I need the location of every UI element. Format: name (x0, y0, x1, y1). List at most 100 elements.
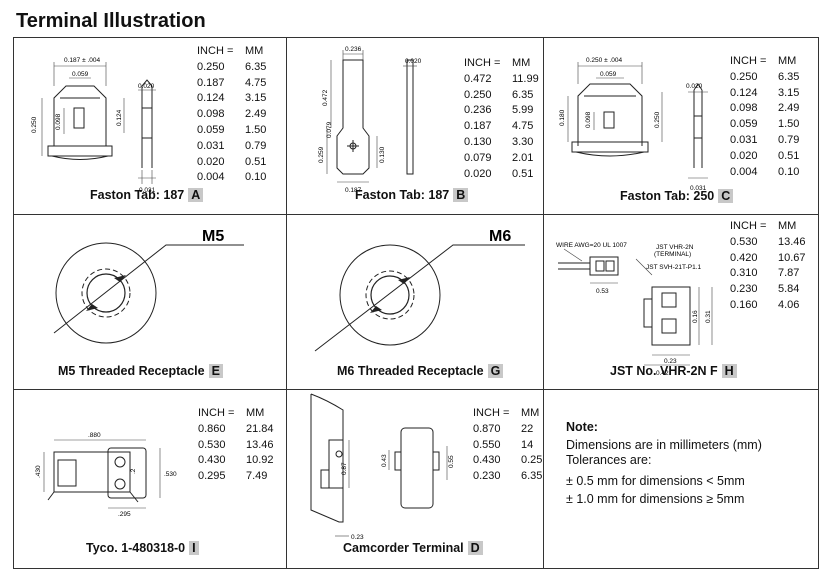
cam-dim-c: 0.55 (448, 455, 455, 468)
dim-mm: 0.79 (245, 139, 267, 152)
dim-mm: 5.99 (512, 104, 534, 117)
tyco-height-dim: .430 (35, 465, 42, 478)
faston-b-top-dim: 0.236 (345, 46, 362, 53)
dim-inch: 0.124 (197, 92, 225, 105)
dim-inch: 0.530 (198, 438, 226, 451)
cam-dim-a: 0.87 (341, 462, 348, 475)
dim-inch: 0.230 (473, 470, 501, 483)
dim-mm: 10.92 (246, 454, 274, 467)
faston-187-b-drawing: 0.236 0.020 0.472 0.259 0.079 0.130 0.18… (318, 46, 422, 194)
dim-mm: 4.06 (778, 298, 800, 311)
faston-a-width-dim: 0.059 (72, 71, 89, 78)
m6-size-label: M6 (489, 228, 511, 245)
dim-inch: 0.004 (730, 165, 758, 178)
dim-mm: 6.35 (521, 470, 543, 483)
dim-mm: 6.35 (512, 88, 534, 101)
dim-inch: 0.250 (730, 70, 758, 83)
dim-mm: 14 (521, 438, 534, 451)
panel-note: Note: Dimensions are in millimeters (mm)… (544, 390, 818, 568)
panel-faston-187-b: 0.236 0.020 0.472 0.259 0.079 0.130 0.18… (287, 38, 544, 215)
faston-187-a-drawing: 0.187 ± .004 0.059 0.020 0.250 0.098 0.1… (31, 57, 156, 194)
dim-mm: 11.99 (512, 72, 539, 85)
dim-mm: 2.49 (245, 108, 267, 121)
dim-inch: 0.031 (730, 133, 758, 146)
dim-mm: 0.79 (778, 133, 800, 146)
tyco-width-dim: .880 (88, 432, 101, 439)
m6-receptacle-drawing: M6 (314, 228, 525, 352)
dim-inch: 0.098 (730, 102, 758, 115)
cam-dim-b: 0.43 (381, 454, 388, 467)
tyco-bottom-dim: .295 (118, 511, 131, 518)
dim-mm: 0.10 (778, 165, 800, 178)
page-title: Terminal Illustration (16, 10, 206, 32)
tyco-drawing: .880 .430 .530 .295 .2 (35, 432, 177, 518)
dim-inch: 0.870 (473, 422, 501, 435)
dim-mm: 1.50 (245, 123, 267, 136)
cam-dim-d: 0.23 (351, 534, 364, 541)
dim-inch: 0.130 (464, 135, 492, 148)
dim-mm: 13.46 (778, 235, 806, 248)
dim-row: 0.230 6.35 (473, 469, 561, 485)
faston-a-height2-dim: 0.098 (55, 113, 62, 130)
faston-b-h4-dim: 0.130 (379, 146, 386, 163)
jst-conn-label: JST VHR-2N (656, 244, 694, 251)
jst-dim4: 0.23 (664, 358, 677, 365)
dim-row: 0.130 3.30 (464, 135, 552, 151)
faston-b-h1-dim: 0.472 (322, 89, 329, 106)
jst-dim2: 0.16 (692, 310, 699, 323)
faston-b-side-dim: 0.020 (405, 58, 422, 65)
jst-svh-label: JST SVH-21T-P1.1 (646, 264, 702, 271)
dim-row: 0.031 0.79 (730, 133, 818, 149)
dim-inch: 0.020 (464, 167, 492, 180)
dim-inch: 0.160 (730, 298, 758, 311)
jst-dim3: 0.31 (705, 310, 712, 323)
dim-mm: 3.30 (512, 135, 534, 148)
dim-row: 0.160 4.06 (730, 298, 818, 314)
dim-inch: 0.004 (197, 171, 225, 184)
dim-inch: 0.079 (464, 151, 492, 164)
dim-inch: 0.187 (197, 76, 225, 89)
faston-c-width-dim: 0.059 (600, 71, 617, 78)
faston-c-side-dim: 0.020 (686, 83, 703, 90)
note-line2: Tolerances are: (566, 453, 652, 467)
m5-receptacle-drawing: M5 (53, 228, 244, 344)
dim-inch: 0.059 (730, 118, 758, 131)
panel-faston-250-c: 0.250 ± .004 0.059 0.020 0.180 0.098 0.2… (544, 38, 818, 215)
dim-mm: 22 (521, 422, 534, 435)
faston-b-h3-dim: 0.079 (326, 121, 333, 138)
faston-c-height-dim: 0.180 (559, 109, 566, 126)
note-block: Note: Dimensions are in millimeters (mm)… (566, 420, 762, 507)
jst-wire-label: WIRE AWG=20 UL 1007 (556, 242, 627, 249)
faston-c-top-dim: 0.250 ± .004 (586, 57, 622, 64)
